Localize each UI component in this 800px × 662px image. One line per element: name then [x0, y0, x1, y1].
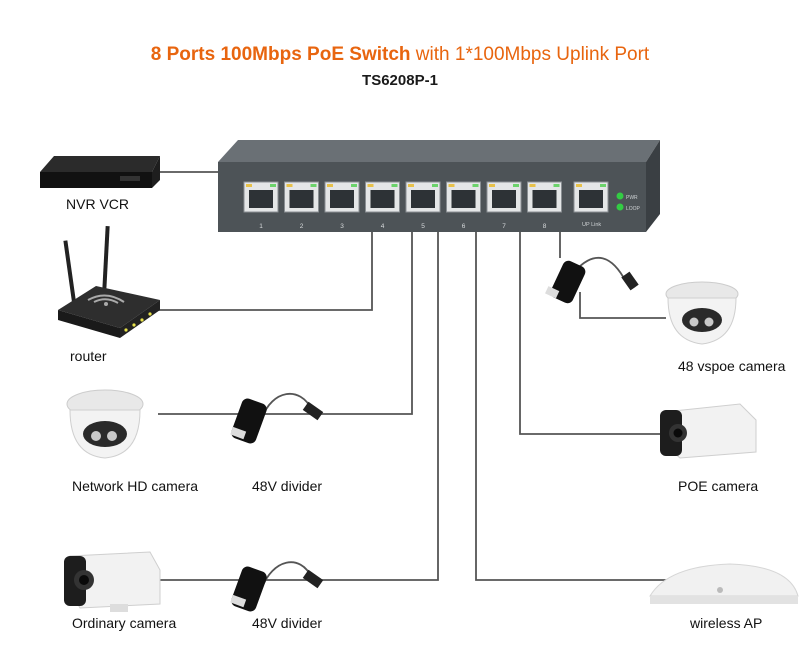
port-4: 4: [365, 181, 400, 230]
wireless-ap: [649, 563, 799, 604]
nvr-device: [40, 156, 160, 188]
cable-vspoe-divider-cord: [575, 256, 627, 283]
port-6: 6: [446, 181, 481, 230]
nvr-label: NVR VCR: [66, 196, 130, 212]
model-number: TS6208P-1: [362, 72, 438, 89]
ordinary-camera-label: Ordinary camera: [72, 615, 177, 631]
switch-ports: 1 2 3 4 5 6 7 8: [243, 181, 609, 230]
vspoe-camera-label: 48 vspoe camera: [678, 358, 786, 374]
divider-2: [230, 566, 324, 612]
port-number-1: 1: [259, 223, 263, 230]
loop-label: LOOP: [626, 206, 641, 212]
router-label: router: [70, 348, 107, 364]
port-3: 3: [324, 181, 360, 230]
uplink-port: [573, 181, 609, 213]
vspoe-divider: [545, 260, 639, 304]
port-number-6: 6: [462, 223, 466, 230]
port-7: 7: [486, 181, 522, 230]
divider-1-label: 48V divider: [252, 478, 323, 494]
cable-wireless-ap: [475, 232, 668, 581]
cable-router: [150, 232, 373, 311]
port-number-7: 7: [502, 223, 506, 230]
network-hd-camera: [66, 389, 144, 459]
port-number-5: 5: [421, 223, 425, 230]
port-8: 8: [527, 181, 562, 230]
network-hd-camera-label: Network HD camera: [72, 478, 199, 494]
port-number-8: 8: [543, 223, 547, 230]
cable-vspoe-divider-out: [579, 292, 666, 319]
cable-divider-2-cord: [261, 561, 313, 589]
port-number-2: 2: [300, 223, 304, 230]
title-main: 8 Ports 100Mbps PoE Switch: [150, 44, 411, 65]
port-2: 2: [284, 181, 319, 230]
vspoe-camera: [665, 281, 739, 345]
port-1: 1: [243, 181, 279, 230]
ordinary-camera: [64, 551, 161, 612]
port-5: 5: [405, 181, 441, 230]
cables: [150, 171, 668, 589]
wireless-ap-label: wireless AP: [690, 615, 763, 631]
port-number-3: 3: [340, 223, 344, 230]
poe-camera-label: POE camera: [678, 478, 759, 494]
diagram-title: 8 Ports 100Mbps PoE Switch with 1*100Mbp…: [0, 44, 800, 66]
pwr-label: PWR: [626, 195, 638, 201]
divider-1: [230, 398, 324, 444]
cable-network-hd-camera: [158, 232, 413, 415]
loop-led: [616, 203, 624, 211]
uplink-label: UP Link: [582, 222, 601, 228]
cable-poe-camera: [519, 232, 664, 435]
cable-ordinary-camera: [158, 232, 439, 581]
title-rest: with 1*100Mbps Uplink Port: [410, 44, 650, 65]
port-number-4: 4: [381, 223, 385, 230]
pwr-led: [616, 192, 624, 200]
poe-switch: 1 2 3 4 5 6 7 8 PWR LOOP UP Link: [218, 140, 660, 232]
switch-side: [646, 140, 660, 232]
poe-camera: [660, 403, 757, 459]
divider-2-label: 48V divider: [252, 615, 323, 631]
router-device: [58, 225, 160, 338]
switch-top: [218, 140, 660, 162]
